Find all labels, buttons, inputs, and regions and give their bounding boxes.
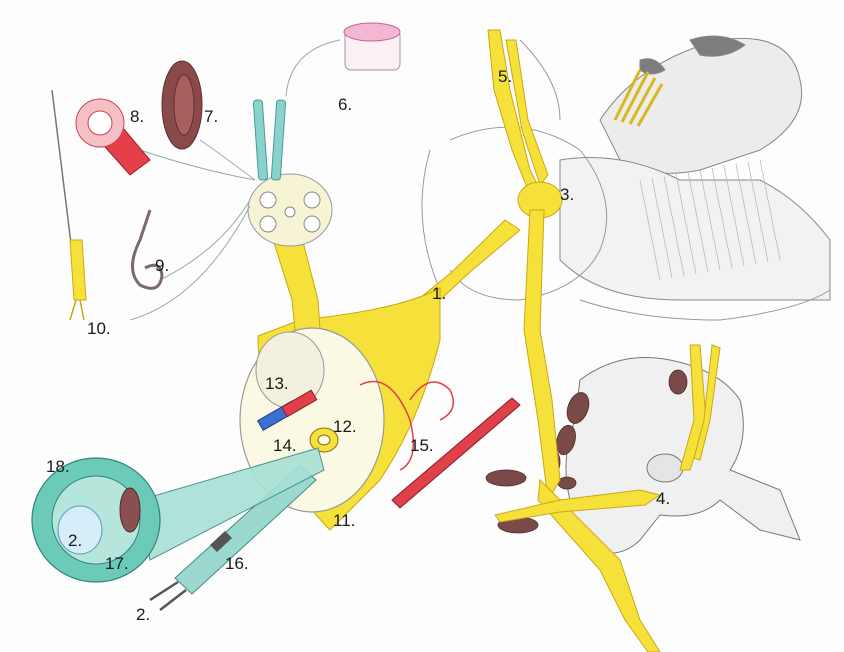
label-7: 7. (204, 108, 218, 125)
label-1: 1. (432, 285, 446, 302)
vertebra-upper (560, 36, 830, 300)
label-11: 11. (333, 512, 355, 529)
label-2-pins: 2. (136, 606, 150, 623)
label-4: 4. (656, 490, 670, 507)
label-12: 12. (333, 418, 357, 435)
label-5: 5. (498, 68, 512, 85)
item-7-disc (162, 61, 202, 149)
label-2-ring: 2. (68, 532, 82, 549)
label-3: 3. (560, 186, 574, 203)
item-6-cylinder (344, 23, 400, 70)
label-17: 17. (105, 555, 129, 572)
label-18: 18. (46, 458, 70, 475)
connector-housing (248, 174, 332, 246)
item-9-hook (133, 210, 163, 288)
label-10: 10. (87, 320, 111, 337)
label-16: 16. (225, 555, 249, 572)
label-14: 14. (273, 437, 297, 454)
label-9: 9. (155, 257, 169, 274)
label-13: 13. (265, 375, 289, 392)
item-18-ring-cuff (32, 448, 324, 582)
teal-cables (253, 100, 286, 181)
label-15: 15. (410, 437, 434, 454)
label-6: 6. (338, 96, 352, 113)
label-8: 8. (130, 108, 144, 125)
